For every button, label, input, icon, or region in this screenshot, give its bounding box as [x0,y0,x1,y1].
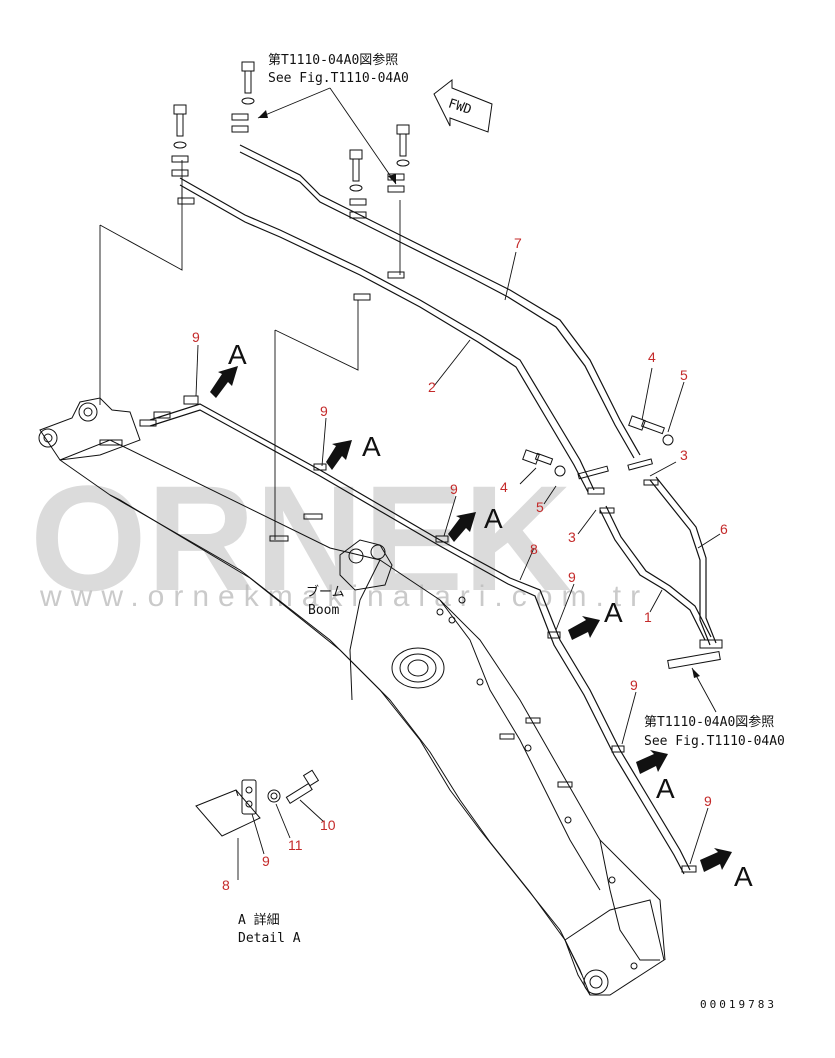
part-number-9e: 9 [630,677,638,693]
detail-a [195,769,325,880]
pipe-8 [149,403,691,871]
view-letter-1: A [228,339,247,370]
part-number-10: 10 [320,817,336,833]
view-letter-4: A [604,597,623,628]
watermark-brand: ORNEK [30,454,572,622]
boom-label-en: Boom [308,603,339,618]
view-arrow-1 [210,366,238,398]
part-number-5: 5 [680,367,688,383]
watermark: ORNEK www.ornekmakinalari.com.tr [30,454,640,622]
boom-structure [38,397,666,996]
ref-top-en: See Fig.T1110-04A0 [268,71,409,86]
ref-top-leader-2 [329,87,397,185]
part-number-1: 1 [644,609,652,625]
view-arrow-4 [568,616,600,640]
view-letter-6: A [734,861,753,892]
part-number-8d: 8 [222,877,230,893]
view-arrow-6 [700,848,732,872]
part-number-5b: 5 [536,499,544,515]
ref-right-jp: 第T1110-04A0図参照 [644,714,774,730]
ref-right-en: See Fig.T1110-04A0 [644,734,785,749]
part-number-11: 11 [288,837,303,853]
part-number-3: 3 [680,447,688,463]
part-number-9c: 9 [450,481,458,497]
bolt-right-4 [628,415,674,446]
part-number-8: 8 [530,541,538,557]
part-number-9d: 9 [568,569,576,585]
bolt-top-2 [171,104,189,177]
part-number-3b: 3 [568,529,576,545]
bolt-top-4 [349,149,367,219]
fwd-arrow: FWD [433,78,493,133]
part-number-9a: 9 [192,329,200,345]
view-arrow-5 [636,750,668,774]
pipe-2 [179,177,595,491]
part-number-9b: 9 [320,403,328,419]
bolt-top-1 [231,61,255,133]
fwd-label: FWD [446,96,473,118]
part-number-6: 6 [720,521,728,537]
drawing-number: 00019783 [700,998,777,1011]
view-arrow-2 [326,440,352,470]
part-number-9f: 9 [704,793,712,809]
part-number-2: 2 [428,379,436,395]
ref-top-leader-1 [257,87,331,119]
detail-label-jp: A 詳細 [238,912,280,928]
view-arrow-3 [448,512,476,542]
part-number-9g: 9 [262,853,270,869]
bolt-top-3 [387,124,410,193]
pipe-1 [599,509,706,641]
part-number-4: 4 [648,349,656,365]
ref-top-jp: 第T1110-04A0図参照 [268,52,398,68]
leader-lines [99,160,401,540]
pipe-6 [649,479,711,646]
view-letter-5: A [656,773,675,804]
view-arrows [210,366,732,872]
hardware [139,61,723,873]
part-number-4b: 4 [500,479,508,495]
part-number-7: 7 [514,235,522,251]
pipe-7 [239,144,641,456]
part-leaders [195,251,721,865]
view-letter-3: A [484,503,503,534]
pipes [149,144,717,875]
boom-label-jp: ブーム [306,584,345,600]
bolt-mid-4 [522,449,566,477]
view-letter-2: A [362,431,381,462]
detail-label-en: Detail A [238,931,301,946]
part-numbers: 7 2 4 5 3 4 5 3 6 1 8 9 9 9 9 9 9 9 8 11… [192,235,728,893]
